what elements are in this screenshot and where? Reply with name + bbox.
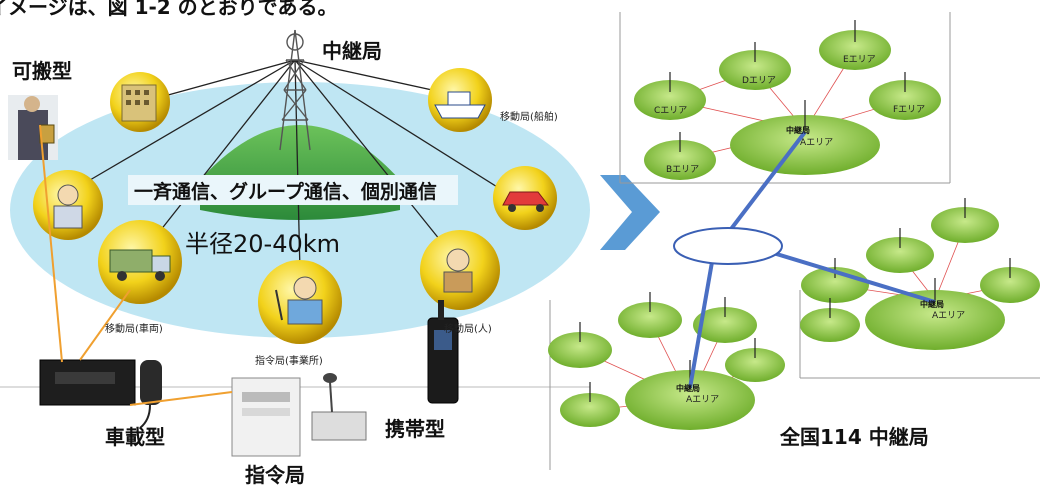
area-tower-icons	[579, 20, 1011, 402]
network-panel-bottom	[548, 300, 785, 470]
radio-lines	[89, 59, 511, 273]
area-label: Fエリア	[893, 105, 925, 115]
dispatch-console	[231, 373, 367, 457]
mobile-person-label: 移動局(人)	[444, 322, 492, 335]
mobile-vehicle-label: 移動局(車両)	[105, 322, 163, 335]
portable-person-photo	[8, 95, 58, 160]
orange-links	[39, 124, 233, 406]
area-label: Cエリア	[654, 106, 687, 116]
header-text: イメージは、図 1-2 のとおりである。	[0, 0, 337, 19]
mobile-ship-label: 移動局(船舶)	[500, 110, 558, 123]
network-panel-right	[799, 207, 1040, 379]
handheld-radio	[427, 300, 459, 404]
hub-links	[688, 130, 936, 389]
station-circles	[33, 68, 557, 344]
node-label: 中継局	[920, 299, 944, 309]
relay-station-label: 中継局	[322, 39, 382, 63]
vehicle-type-label: 車載型	[105, 425, 165, 449]
area-label: Aエリア	[800, 138, 833, 148]
area-label: Aエリア	[932, 311, 965, 321]
tower-icon	[279, 29, 311, 151]
radius-label: 半径20-40km	[185, 230, 340, 258]
dispatch-office-label: 指令局(事業所)	[255, 354, 323, 367]
node-label: 中継局	[676, 383, 700, 393]
network-panel-top	[619, 12, 951, 184]
flow-arrow	[600, 175, 660, 250]
node-label: 中継局	[786, 125, 810, 135]
hub-oval	[673, 227, 783, 265]
handheld-type-label: 携帯型	[385, 417, 445, 441]
portable-type-label: 可搬型	[12, 59, 72, 83]
area-label: Bエリア	[666, 165, 699, 175]
area-label: Eエリア	[843, 55, 876, 65]
broadcast-banner	[128, 175, 458, 205]
national-relays-label: 全国114 中継局	[779, 425, 929, 449]
broadcast-modes-label: 一斉通信、グループ通信、個別通信	[134, 180, 437, 203]
area-label: Aエリア	[686, 395, 719, 405]
dispatch-station-label: 指令局	[245, 463, 305, 487]
vehicle-radio-device	[39, 359, 162, 429]
area-label: Dエリア	[742, 76, 776, 86]
